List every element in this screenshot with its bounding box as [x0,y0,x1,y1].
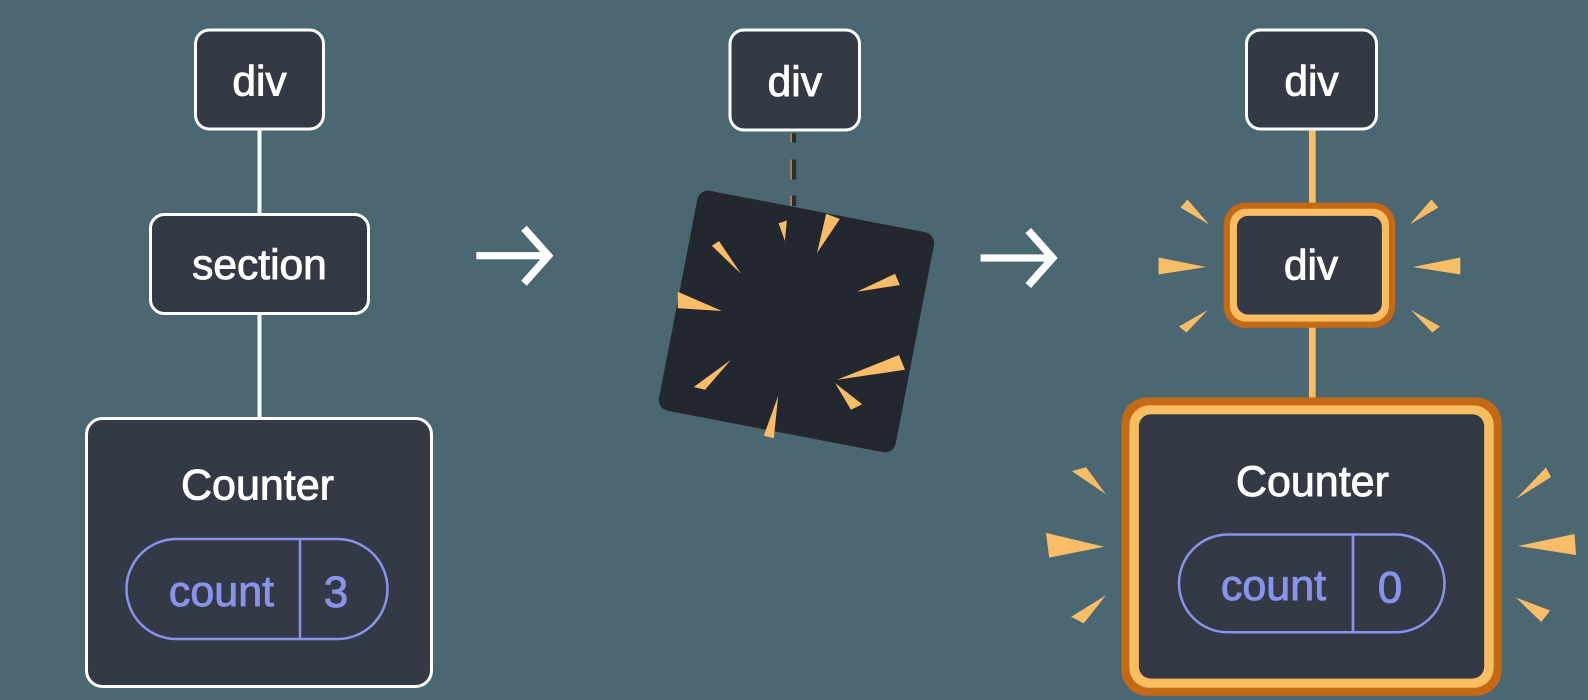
svg-text:section: section [192,242,327,289]
svg-text:0: 0 [1378,563,1403,612]
svg-text:3: 3 [324,568,349,617]
svg-text:div: div [232,58,287,105]
svg-text:Counter: Counter [181,461,334,509]
svg-text:div: div [1284,58,1339,105]
svg-text:div: div [1284,242,1339,289]
svg-text:div: div [768,59,823,106]
svg-text:count: count [169,568,274,616]
svg-text:count: count [1221,562,1326,610]
svg-text:Counter: Counter [1236,458,1389,506]
